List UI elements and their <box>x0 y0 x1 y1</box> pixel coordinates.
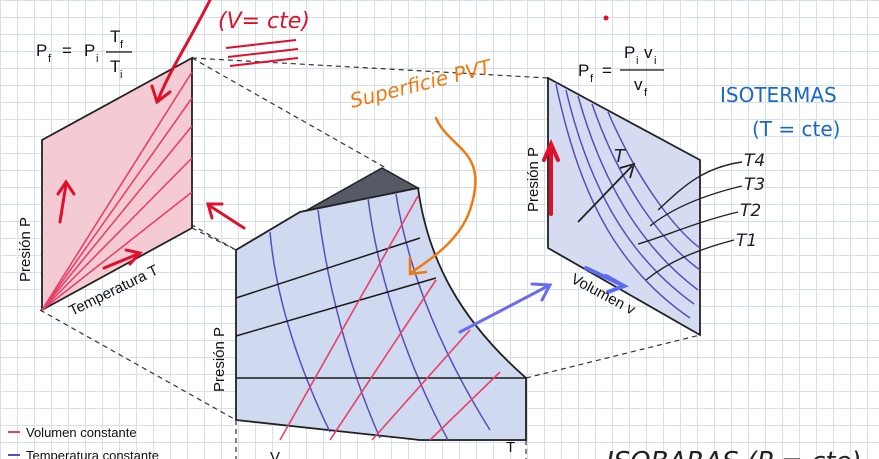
left-formula-rhs: P <box>84 41 95 60</box>
isotherm-label-t2: T2 <box>740 201 761 221</box>
temperature-arrow-label: T <box>614 146 627 167</box>
left-axis-pressure-label: Presión P <box>17 217 34 282</box>
right-formula-num-a-sub: i <box>636 55 638 67</box>
right-pv-panel <box>542 76 743 337</box>
right-formula: P f = P i v i v f <box>578 43 664 99</box>
isotherm-label-t4: T4 <box>744 151 765 171</box>
right-formula-lhs-sub: f <box>590 73 594 85</box>
left-formula-rhs-sub: i <box>96 53 98 65</box>
right-formula-lhs: P <box>578 61 589 80</box>
legend: Volumen constante Temperatura constante <box>8 425 159 459</box>
center-axis-pressure-label: Presión P <box>211 327 228 392</box>
legend-label-volume: Volumen constante <box>26 425 137 440</box>
legend-label-temperature: Temperatura constante <box>26 448 159 459</box>
left-formula-eq: = <box>62 41 72 60</box>
right-panel-isotherms <box>555 83 701 319</box>
right-formula-eq: = <box>602 61 612 80</box>
right-formula-den-sub: f <box>644 87 648 99</box>
right-axis-pressure-label: Presión P <box>525 147 542 212</box>
center-axis-volume-label: V <box>270 449 280 459</box>
isotherm-label-t3: T3 <box>744 175 765 195</box>
left-formula-den: T <box>110 57 120 76</box>
right-formula-num-a: P <box>624 43 635 62</box>
isotherm-pointers <box>637 161 743 281</box>
left-formula: P f = P i T f T i <box>36 27 132 81</box>
right-red-arrow <box>542 139 560 216</box>
left-panel-isochores <box>41 71 193 311</box>
pvt-surface <box>235 116 553 441</box>
left-pt-panel <box>41 0 299 312</box>
handwritten-constant-volume-note: (V= cte) <box>218 9 310 34</box>
left-formula-den-sub: i <box>120 69 122 81</box>
surface-face <box>235 186 527 441</box>
left-panel-face <box>41 56 193 312</box>
left-formula-num: T <box>110 27 120 46</box>
left-red-arrows <box>56 0 246 270</box>
isotherm-labels: T4 T3 T2 T1 <box>736 151 765 251</box>
right-formula-num-b-sub: i <box>654 55 656 67</box>
isotherms-title: ISOTERMAS <box>720 83 837 107</box>
surface-to-right-arrow <box>458 282 553 334</box>
left-formula-lhs-sub: f <box>48 53 52 65</box>
right-formula-num-b: v <box>644 43 653 62</box>
surface-isochores <box>279 195 501 441</box>
left-formula-num-sub: f <box>120 39 124 51</box>
right-blue-arrow <box>584 266 629 294</box>
right-formula-den: v <box>634 75 643 94</box>
isotherms-subtitle: (T = cte) <box>752 117 840 141</box>
isotherm-label-t1: T1 <box>736 231 757 251</box>
temperature-increase-arrow <box>577 162 636 223</box>
handwritten-underline <box>225 39 299 67</box>
left-formula-lhs: P <box>36 41 47 60</box>
stray-dot <box>603 15 609 21</box>
surface-pvt-label: Superficie PVT <box>347 54 495 113</box>
isobars-note: ISOBARAS (P = cte) <box>606 447 862 459</box>
center-axis-temperature-label: T <box>506 439 515 456</box>
surface-label-arrow <box>408 116 477 276</box>
